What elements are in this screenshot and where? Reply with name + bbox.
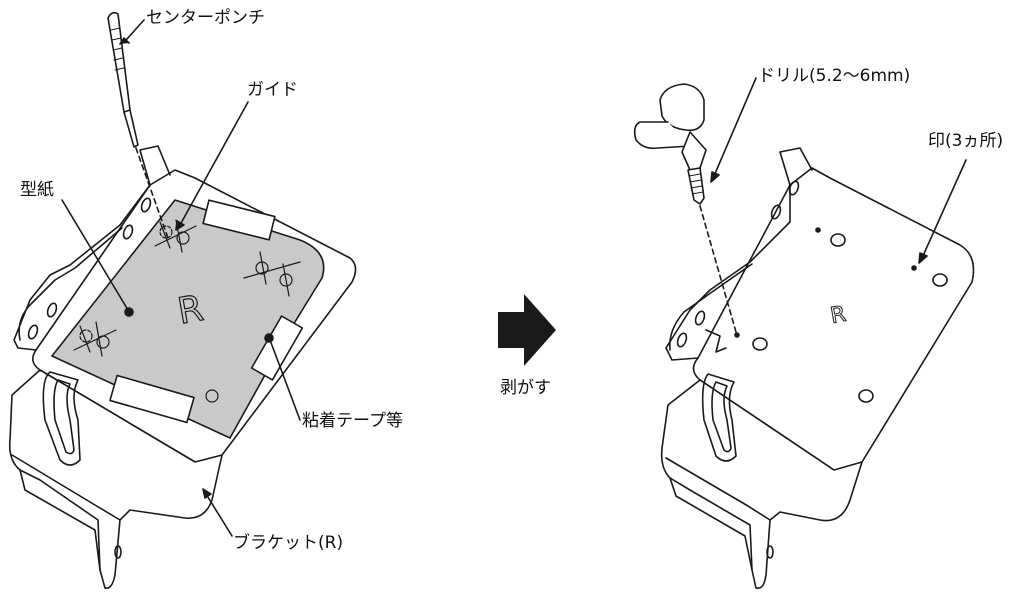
plate-hole — [752, 337, 768, 351]
leader-marks — [921, 159, 967, 259]
bracket-flange-edge — [668, 263, 753, 351]
plate-hole — [830, 233, 846, 247]
arrowhead — [710, 171, 720, 183]
bracket-edge — [11, 454, 121, 521]
plate-hole — [858, 389, 874, 403]
flange-hole — [676, 332, 688, 348]
punch-guide-line — [135, 147, 169, 239]
arrowhead — [175, 220, 185, 231]
drill-guide-line — [699, 205, 737, 333]
tape-piece — [109, 374, 195, 424]
punch-mark — [734, 332, 740, 338]
bracket-r-label: ブラケット(R) — [233, 533, 344, 553]
bracket-edge — [665, 457, 771, 521]
punch-mark — [815, 227, 821, 233]
bracket-letter: R — [829, 302, 848, 329]
flange-hole — [46, 302, 58, 318]
guide-label: ガイド — [247, 80, 298, 100]
leader-dot — [124, 307, 134, 317]
flange-hole — [788, 180, 800, 196]
center-punch-icon — [107, 11, 139, 148]
peel-label: 剥がす — [500, 378, 551, 398]
punch-mark — [911, 265, 917, 271]
marks-label: 印(3ヵ所) — [928, 131, 1004, 151]
drill-label: ドリル(5.2〜6mm) — [758, 66, 911, 86]
bracket-body-right — [660, 379, 863, 590]
leader-tape — [269, 339, 301, 421]
bracket-edge — [669, 477, 753, 571]
right-bracket-illustration: R — [633, 77, 975, 590]
center-punch-label: センターポンチ — [146, 8, 265, 28]
leader-template — [61, 199, 129, 311]
flange-hole — [140, 197, 152, 213]
flange-hole — [27, 324, 39, 340]
bracket-edge — [19, 469, 101, 571]
left-bracket-illustration: R — [8, 11, 357, 590]
adhesive-tape-label: 粘着テープ等 — [302, 411, 403, 431]
leader-dot — [264, 333, 274, 343]
template-label: 型紙 — [20, 180, 54, 200]
flange-hole — [122, 224, 134, 240]
bracket-slot — [701, 373, 737, 462]
bracket-flange-left — [13, 145, 171, 351]
bracket-flange-edge — [18, 227, 123, 341]
plate-hole — [932, 273, 948, 287]
leader-bracket — [205, 493, 233, 537]
process-arrow-icon — [498, 294, 556, 366]
flange-hole — [694, 310, 706, 326]
bracket-body-left — [8, 369, 223, 590]
bracket-slot-inner — [53, 379, 75, 455]
leader-center-punch — [125, 19, 145, 41]
bracket-notch — [705, 329, 727, 353]
bracket-slot — [42, 371, 81, 466]
arrowhead — [202, 488, 212, 499]
arrowhead — [918, 252, 928, 264]
bracket-tab-hole — [114, 545, 122, 559]
bracket-slot-inner — [711, 381, 732, 453]
drill-icon — [633, 83, 707, 205]
flange-hole — [770, 204, 782, 220]
leader-guide — [179, 101, 249, 226]
bracket-tab-hole — [766, 545, 774, 559]
leader-drill — [713, 77, 757, 177]
crosshair-marks — [73, 219, 301, 403]
arrowhead — [119, 37, 130, 45]
tape-piece — [202, 199, 276, 241]
